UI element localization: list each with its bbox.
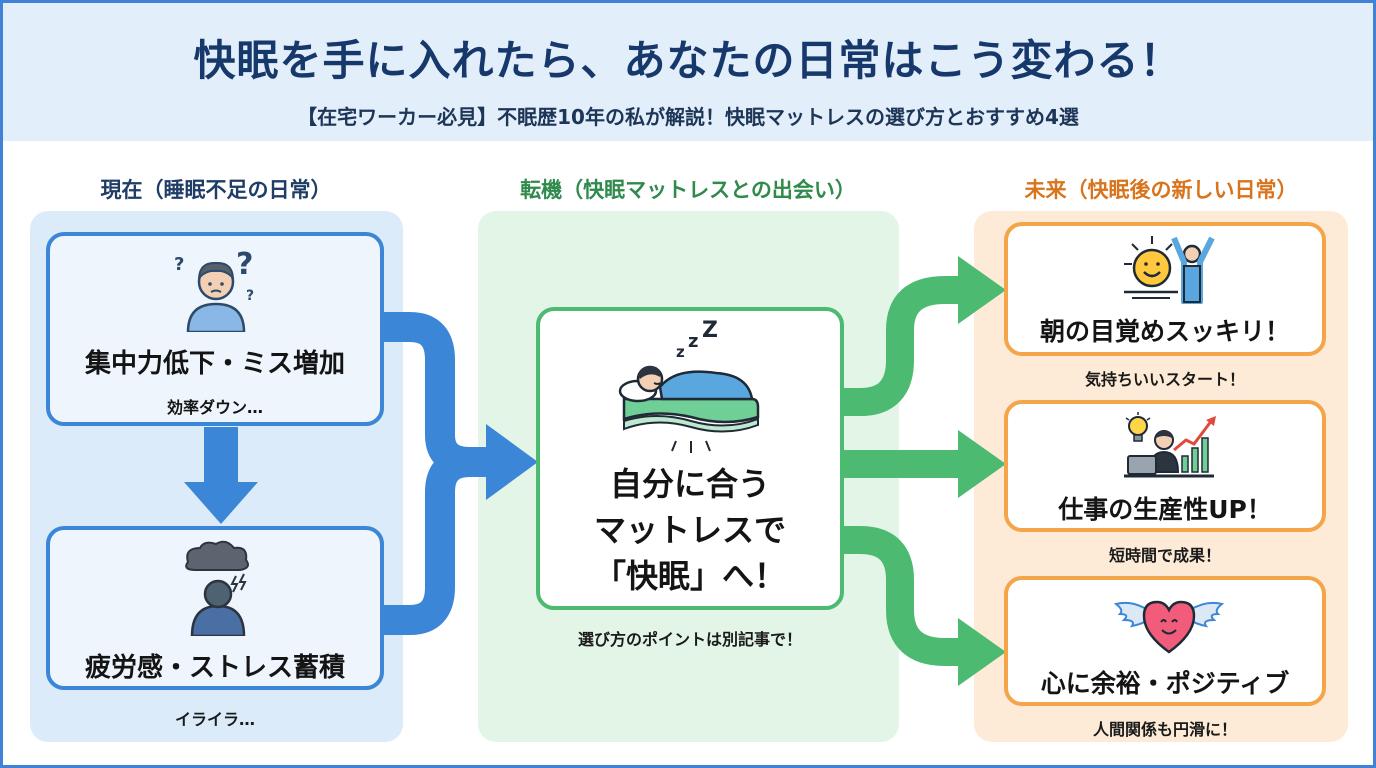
present-card-focus: ? ? ? 集中力低下・ミス増加 効率ダウン… <box>46 232 384 426</box>
present-card-focus-title: 集中力低下・ミス増加 <box>84 349 345 379</box>
merge-arrow <box>384 312 488 635</box>
svg-text:z: z <box>676 343 685 361</box>
turning-heading: 転機（快眠マットレスとの出会い） <box>520 178 856 202</box>
present-heading: 現在（睡眠不足の日常） <box>100 178 332 202</box>
turning-note: 選び方のポイントは別記事で！ <box>577 630 802 649</box>
turning-card: z z Z 自分に合う マットレスで 「快眠」へ！ <box>536 307 844 610</box>
present-card-fatigue-note: イライラ… <box>174 710 255 729</box>
future-card-morning-note: 気持ちいいスタート！ <box>1084 370 1245 389</box>
sunrise-person-icon <box>1124 236 1215 304</box>
stressed-person-icon <box>185 540 249 636</box>
svg-text:z: z <box>688 331 698 352</box>
present-card-fatigue-title: 疲労感・ストレス蓄積 <box>84 653 345 683</box>
svg-text:?: ? <box>236 248 253 282</box>
future-card-mind: 心に余裕・ポジティブ <box>1004 576 1326 706</box>
branch-arrows <box>844 276 962 666</box>
turning-line3: 「快眠」へ！ <box>593 557 786 595</box>
down-arrow <box>184 427 258 524</box>
future-card-mind-note: 人間関係も円滑に！ <box>1092 720 1237 739</box>
sleeping-on-mattress-icon: z z Z <box>618 318 760 453</box>
page-title: 快眠を手に入れたら、あなたの日常はこう変わる！ <box>193 36 1183 85</box>
future-card-productivity: 仕事の生産性UP！ <box>1004 400 1326 532</box>
present-card-focus-note: 効率ダウン… <box>166 398 263 417</box>
arrowhead-bottom <box>958 618 1006 686</box>
future-heading: 未来（快眠後の新しい日常） <box>1024 178 1298 202</box>
arrowhead-top <box>958 256 1006 324</box>
future-card-morning: 朝の目覚めスッキリ！ <box>1004 222 1326 356</box>
svg-text:?: ? <box>246 288 254 304</box>
future-card-productivity-title: 仕事の生産性UP！ <box>1058 495 1272 524</box>
future-card-productivity-note: 短時間で成果！ <box>1108 546 1221 565</box>
header-banner: 快眠を手に入れたら、あなたの日常はこう変わる！ 【在宅ワーカー必見】不眠歴10年… <box>3 3 1373 141</box>
svg-text:?: ? <box>174 254 184 275</box>
productive-worker-icon <box>1124 412 1216 478</box>
turning-line2: マットレスで <box>593 511 786 549</box>
svg-text:Z: Z <box>702 318 718 343</box>
future-card-mind-title: 心に余裕・ポジティブ <box>1040 669 1290 698</box>
turning-line1: 自分に合う <box>609 465 770 503</box>
future-card-morning-title: 朝の目覚めスッキリ！ <box>1039 317 1290 346</box>
winged-heart-icon <box>1114 600 1224 654</box>
present-card-fatigue: 疲労感・ストレス蓄積 <box>46 526 384 690</box>
confused-person-icon: ? ? ? <box>174 248 254 332</box>
page-subtitle: 【在宅ワーカー必見】不眠歴10年の私が解説！快眠マットレスの選び方とおすすめ4選 <box>297 105 1079 129</box>
arrowhead-middle <box>958 430 1006 498</box>
merge-arrowhead <box>486 424 538 500</box>
